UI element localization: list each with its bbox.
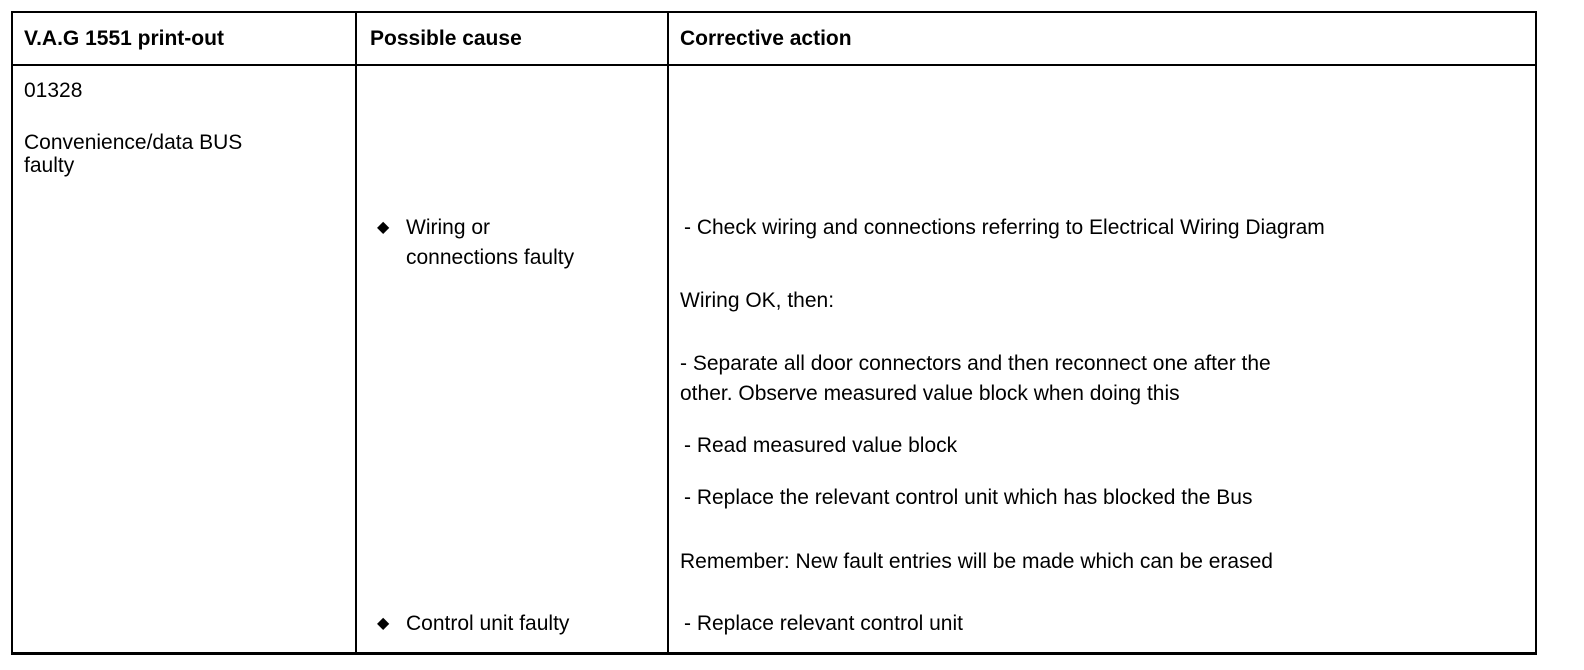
- fault-description-line2: faulty: [24, 154, 75, 177]
- table-header-row: V.A.G 1551 print-out Possible cause Corr…: [13, 13, 1535, 66]
- action-read-block: - Read measured value block: [684, 434, 958, 457]
- header-corrective-action: Corrective action: [680, 27, 852, 50]
- cause-control-unit: Control unit faulty: [406, 612, 570, 635]
- action-replace-relevant: - Replace relevant control unit: [684, 612, 963, 635]
- bullet-diamond-icon: ◆: [377, 219, 390, 236]
- action-separate-line1: - Separate all door connectors and then …: [680, 352, 1271, 375]
- header-print-out: V.A.G 1551 print-out: [24, 27, 224, 50]
- header-possible-cause: Possible cause: [370, 27, 522, 50]
- cause-wiring-line1: Wiring or: [406, 216, 491, 239]
- action-remember-note: Remember: New fault entries will be made…: [680, 550, 1273, 573]
- fault-description-line1: Convenience/data BUS: [24, 131, 243, 154]
- fault-code: 01328: [24, 79, 83, 102]
- bullet-diamond-icon: ◆: [377, 615, 390, 632]
- column-divider-1: [355, 13, 357, 652]
- action-replace-blocking: - Replace the relevant control unit whic…: [684, 486, 1253, 509]
- action-wiring-ok: Wiring OK, then:: [680, 289, 835, 312]
- action-check-wiring: - Check wiring and connections referring…: [684, 216, 1325, 239]
- cause-wiring-line2: connections faulty: [406, 246, 575, 269]
- column-divider-2: [667, 13, 669, 652]
- fault-table: V.A.G 1551 print-out Possible cause Corr…: [11, 11, 1537, 655]
- action-separate-line2: other. Observe measured value block when…: [680, 382, 1180, 405]
